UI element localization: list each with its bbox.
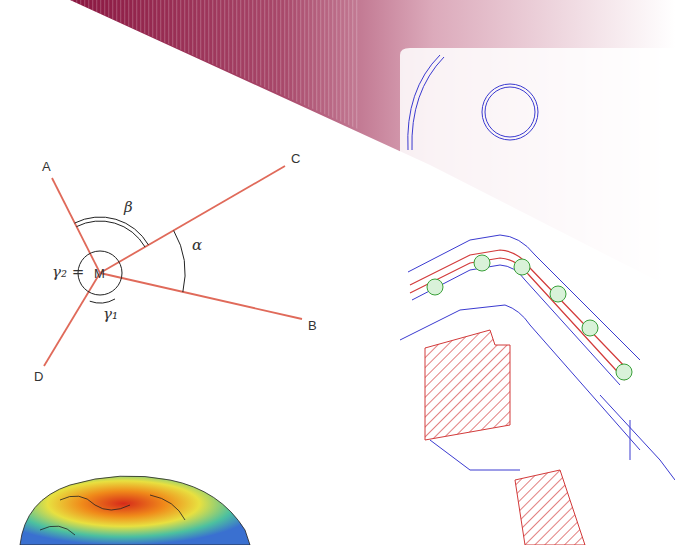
band-texture (70, 0, 360, 130)
angle-circle (78, 251, 122, 295)
angle-label: β (124, 200, 133, 215)
angle-arcs (75, 217, 185, 303)
geoid-globe (20, 476, 250, 545)
angle-label: α (192, 238, 202, 253)
angle-arc (174, 231, 185, 293)
angle-label: γ₂ = (52, 265, 84, 280)
cad-buildings (425, 330, 585, 545)
angle-label: γ₁ (103, 307, 118, 322)
angle-arc (76, 221, 145, 247)
point-label: M (94, 267, 105, 280)
cad-drawing (400, 55, 675, 480)
point-label: A (42, 160, 51, 173)
point-label: D (34, 370, 43, 383)
point-label: B (308, 319, 317, 332)
rays (44, 166, 302, 366)
angle-arc (75, 217, 149, 245)
angle-arc (90, 299, 115, 303)
point-label: C (291, 152, 300, 165)
cad-panel (400, 48, 675, 545)
